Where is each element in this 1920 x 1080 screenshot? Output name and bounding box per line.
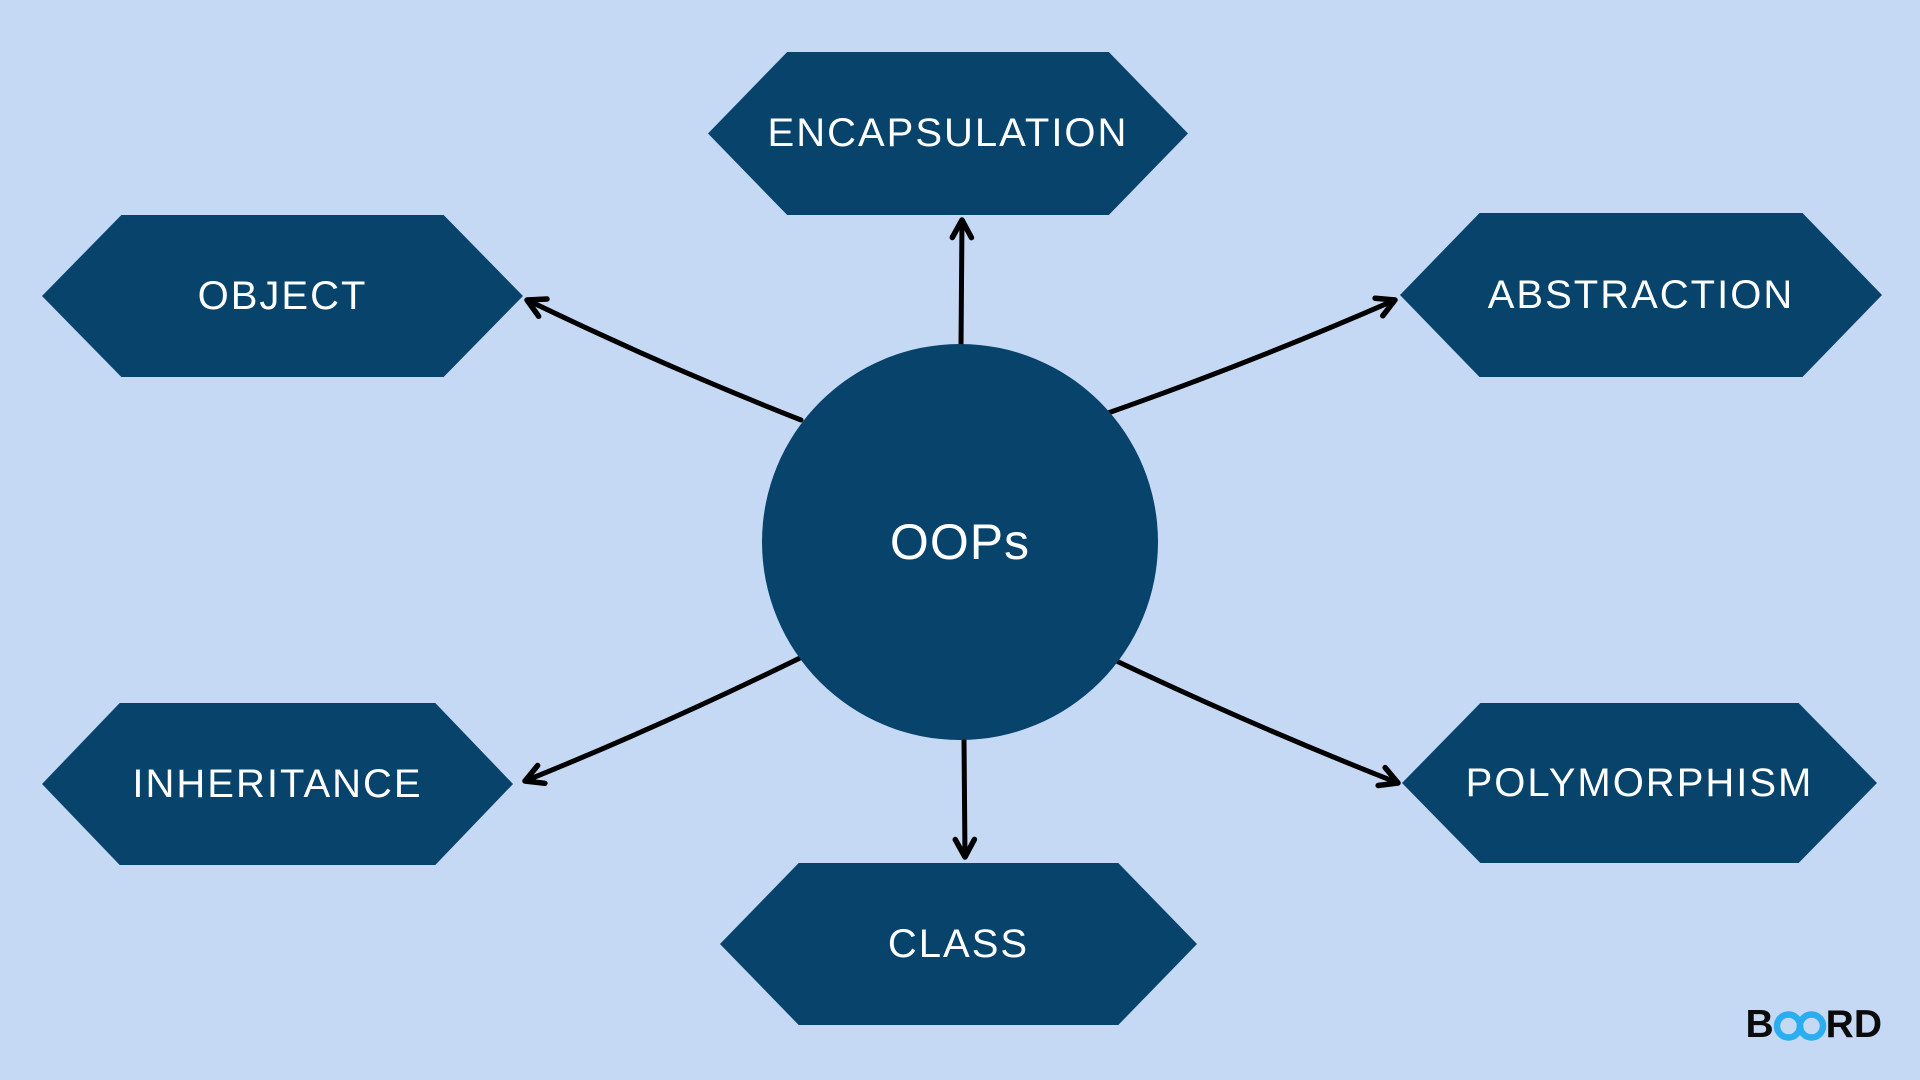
node-abstraction-label: ABSTRACTION <box>1487 272 1795 317</box>
node-polymorphism: POLYMORPHISM <box>1402 703 1877 863</box>
arrow-center-to-class <box>952 737 978 860</box>
node-inheritance: INHERITANCE <box>42 703 513 865</box>
node-center-label: OOPs <box>889 514 1031 570</box>
arrow-center-to-object <box>524 296 804 423</box>
arrow-center-to-inheritance <box>522 654 805 787</box>
node-center-oops: OOPs <box>762 344 1158 740</box>
infinity-icon <box>1773 1010 1826 1041</box>
node-class: CLASS <box>720 863 1197 1025</box>
node-object-label: OBJECT <box>197 273 368 318</box>
logo-text-suffix: RD <box>1825 1003 1882 1046</box>
node-encapsulation-label: ENCAPSULATION <box>767 111 1129 155</box>
arrow-center-to-encapsulation <box>949 217 975 350</box>
node-object: OBJECT <box>42 215 523 377</box>
node-polymorphism-label: POLYMORPHISM <box>1465 760 1814 805</box>
arrow-center-to-abstraction <box>1105 295 1398 416</box>
node-inheritance-label: INHERITANCE <box>132 761 423 806</box>
board-logo: B RD <box>1745 1005 1882 1044</box>
arrow-center-to-polymorphism <box>1105 654 1401 789</box>
node-abstraction: ABSTRACTION <box>1400 213 1882 377</box>
node-encapsulation: ENCAPSULATION <box>708 52 1188 215</box>
node-class-label: CLASS <box>887 921 1030 966</box>
logo-text-prefix: B <box>1745 1003 1774 1046</box>
